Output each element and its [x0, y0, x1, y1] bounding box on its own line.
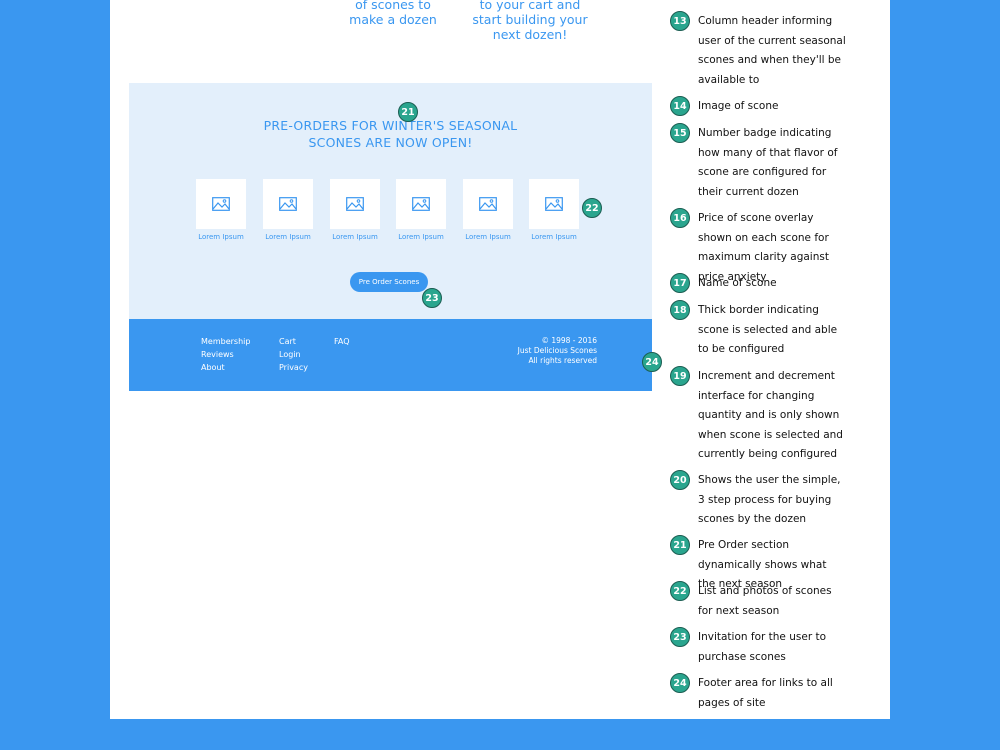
annotation-text: Pre Order section dynamically shows what… — [698, 539, 827, 590]
annotation-text: Column header informing user of the curr… — [698, 15, 846, 86]
scone-name: Lorem Ipsum — [198, 233, 244, 241]
preorder-title: PRE-ORDERS FOR WINTER'S SEASONAL SCONES … — [263, 118, 518, 150]
marker-24: 24 — [642, 352, 662, 372]
annotation-number: 23 — [670, 627, 690, 647]
image-placeholder-icon — [330, 179, 380, 229]
preorder-section: PRE-ORDERS FOR WINTER'S SEASONAL SCONES … — [129, 83, 652, 319]
scone-card[interactable]: Lorem Ipsum — [529, 179, 579, 241]
annotation-text: Number badge indicating how many of that… — [698, 127, 838, 198]
copyright-year: © 1998 - 2016 — [541, 336, 597, 345]
image-placeholder-icon — [196, 179, 246, 229]
annotation-number: 14 — [670, 96, 690, 116]
annotation-text: Price of scone overlay shown on each sco… — [698, 212, 829, 283]
annotation-number: 24 — [670, 673, 690, 693]
footer-link-cart[interactable]: Cart — [279, 337, 296, 346]
scone-name: Lorem Ipsum — [531, 233, 577, 241]
scone-name: Lorem Ipsum — [465, 233, 511, 241]
company-name: Just Delicious Scones — [517, 346, 597, 355]
image-placeholder-icon — [263, 179, 313, 229]
scone-card[interactable]: Lorem Ipsum — [396, 179, 446, 241]
annotation-number: 20 — [670, 470, 690, 490]
image-placeholder-icon — [529, 179, 579, 229]
scone-card[interactable]: Lorem Ipsum — [463, 179, 513, 241]
marker-21: 21 — [398, 102, 418, 122]
annotation-number: 15 — [670, 123, 690, 143]
step-2-text: of scones to make a dozen — [349, 0, 437, 27]
annotation-number: 13 — [670, 11, 690, 31]
annotation-number: 21 — [670, 535, 690, 555]
annotation-text: Shows the user the simple, 3 step proces… — [698, 474, 841, 525]
scone-card[interactable]: Lorem Ipsum — [263, 179, 313, 241]
annotation-number: 17 — [670, 273, 690, 293]
annotation-list: 13 Column header informing user of the c… — [670, 0, 890, 719]
footer-link-about[interactable]: About — [201, 363, 225, 372]
scone-name: Lorem Ipsum — [398, 233, 444, 241]
marker-23: 23 — [422, 288, 442, 308]
annotation-text: Name of scone — [698, 277, 777, 289]
footer-link-membership[interactable]: Membership — [201, 337, 251, 346]
footer-copyright: © 1998 - 2016 Just Delicious Scones All … — [447, 336, 597, 366]
annotation-number: 16 — [670, 208, 690, 228]
step-3-text: to your cart and start building your nex… — [472, 0, 588, 42]
wireframe-sheet: of scones to make a dozen to your cart a… — [110, 0, 890, 719]
image-placeholder-icon — [396, 179, 446, 229]
footer-link-reviews[interactable]: Reviews — [201, 350, 234, 359]
annotation-text: List and photos of scones for next seaso… — [698, 585, 832, 617]
image-placeholder-icon — [463, 179, 513, 229]
annotation-text: Footer area for links to all pages of si… — [698, 677, 833, 709]
annotation-number: 22 — [670, 581, 690, 601]
scone-name: Lorem Ipsum — [265, 233, 311, 241]
scone-name: Lorem Ipsum — [332, 233, 378, 241]
annotation-number: 18 — [670, 300, 690, 320]
rights-text: All rights reserved — [528, 356, 597, 365]
scone-card[interactable]: Lorem Ipsum — [196, 179, 246, 241]
annotation-number: 19 — [670, 366, 690, 386]
annotation-text: Invitation for the user to purchase scon… — [698, 631, 827, 663]
scone-card[interactable]: Lorem Ipsum — [330, 179, 380, 241]
footer-link-privacy[interactable]: Privacy — [279, 363, 308, 372]
preorder-button[interactable]: Pre Order Scones — [350, 272, 428, 292]
footer-link-login[interactable]: Login — [279, 350, 301, 359]
annotation-text: Image of scone — [698, 100, 779, 112]
annotation-text: Increment and decrement interface for ch… — [698, 370, 843, 460]
footer-link-faq[interactable]: FAQ — [334, 337, 350, 346]
annotation-text: Thick border indicating scone is selecte… — [698, 304, 838, 355]
marker-22: 22 — [582, 198, 602, 218]
site-footer: Membership Reviews About Cart Login Priv… — [129, 319, 652, 391]
